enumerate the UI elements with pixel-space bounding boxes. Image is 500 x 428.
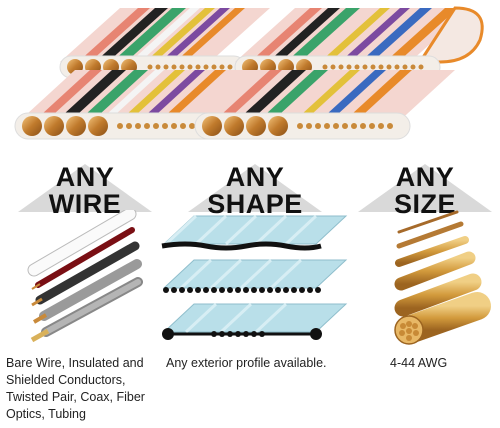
any-size-column: ANY SIZE 4-44 AWG <box>350 150 500 428</box>
insulated-wire-icon <box>31 227 135 290</box>
heading-shape: SHAPE <box>207 189 303 219</box>
ribbon-cable-illustration <box>0 0 500 150</box>
any-wire-heading: ANY WIRE <box>0 160 170 219</box>
ribbon-cable-front-right <box>194 70 455 140</box>
profile-shape-3 <box>162 302 348 340</box>
fiber-optic-icon <box>30 277 143 343</box>
any-wire-caption: Bare Wire, Insulated and Shielded Conduc… <box>6 356 145 421</box>
gauge-wire-5 <box>394 273 482 317</box>
gauge-wire-2 <box>396 221 464 249</box>
any-shape-heading: ANY SHAPE <box>150 160 360 219</box>
heading-wire: WIRE <box>48 189 122 219</box>
any-size-caption: 4-44 AWG <box>390 356 448 370</box>
heading-any: ANY <box>395 162 455 192</box>
any-size-heading: ANY SIZE <box>350 160 500 219</box>
any-shape-column: ANY SHAPE Any exterior profile available… <box>150 150 360 428</box>
heading-triangle-icon <box>18 164 152 212</box>
heading-triangle-icon <box>358 164 492 212</box>
gauge-wire-1 <box>397 210 459 234</box>
wire-types-illustration <box>27 210 143 343</box>
cable-profiles-illustration <box>161 214 348 340</box>
coax-icon <box>31 241 140 307</box>
any-wire-column: ANY WIRE Bare Wire, Insulated and Shield… <box>0 150 170 428</box>
profile-shape-2 <box>162 258 348 293</box>
ribbon-cable-back-right <box>234 6 484 79</box>
ribbon-cable-front <box>14 70 260 140</box>
heading-triangle-icon <box>188 164 322 212</box>
wire-gauges-illustration <box>394 210 491 345</box>
heading-any: ANY <box>55 162 115 192</box>
gauge-wire-6 <box>394 292 491 345</box>
any-shape-caption: Any exterior profile available. <box>166 356 327 370</box>
shielded-conductor-icon <box>32 259 142 324</box>
profile-shape-1 <box>161 214 348 251</box>
gauge-wire-4 <box>394 251 476 291</box>
heading-size: SIZE <box>393 189 456 219</box>
heading-any: ANY <box>225 162 285 192</box>
gauge-wire-3 <box>395 236 469 267</box>
tubing-icon <box>27 210 137 277</box>
